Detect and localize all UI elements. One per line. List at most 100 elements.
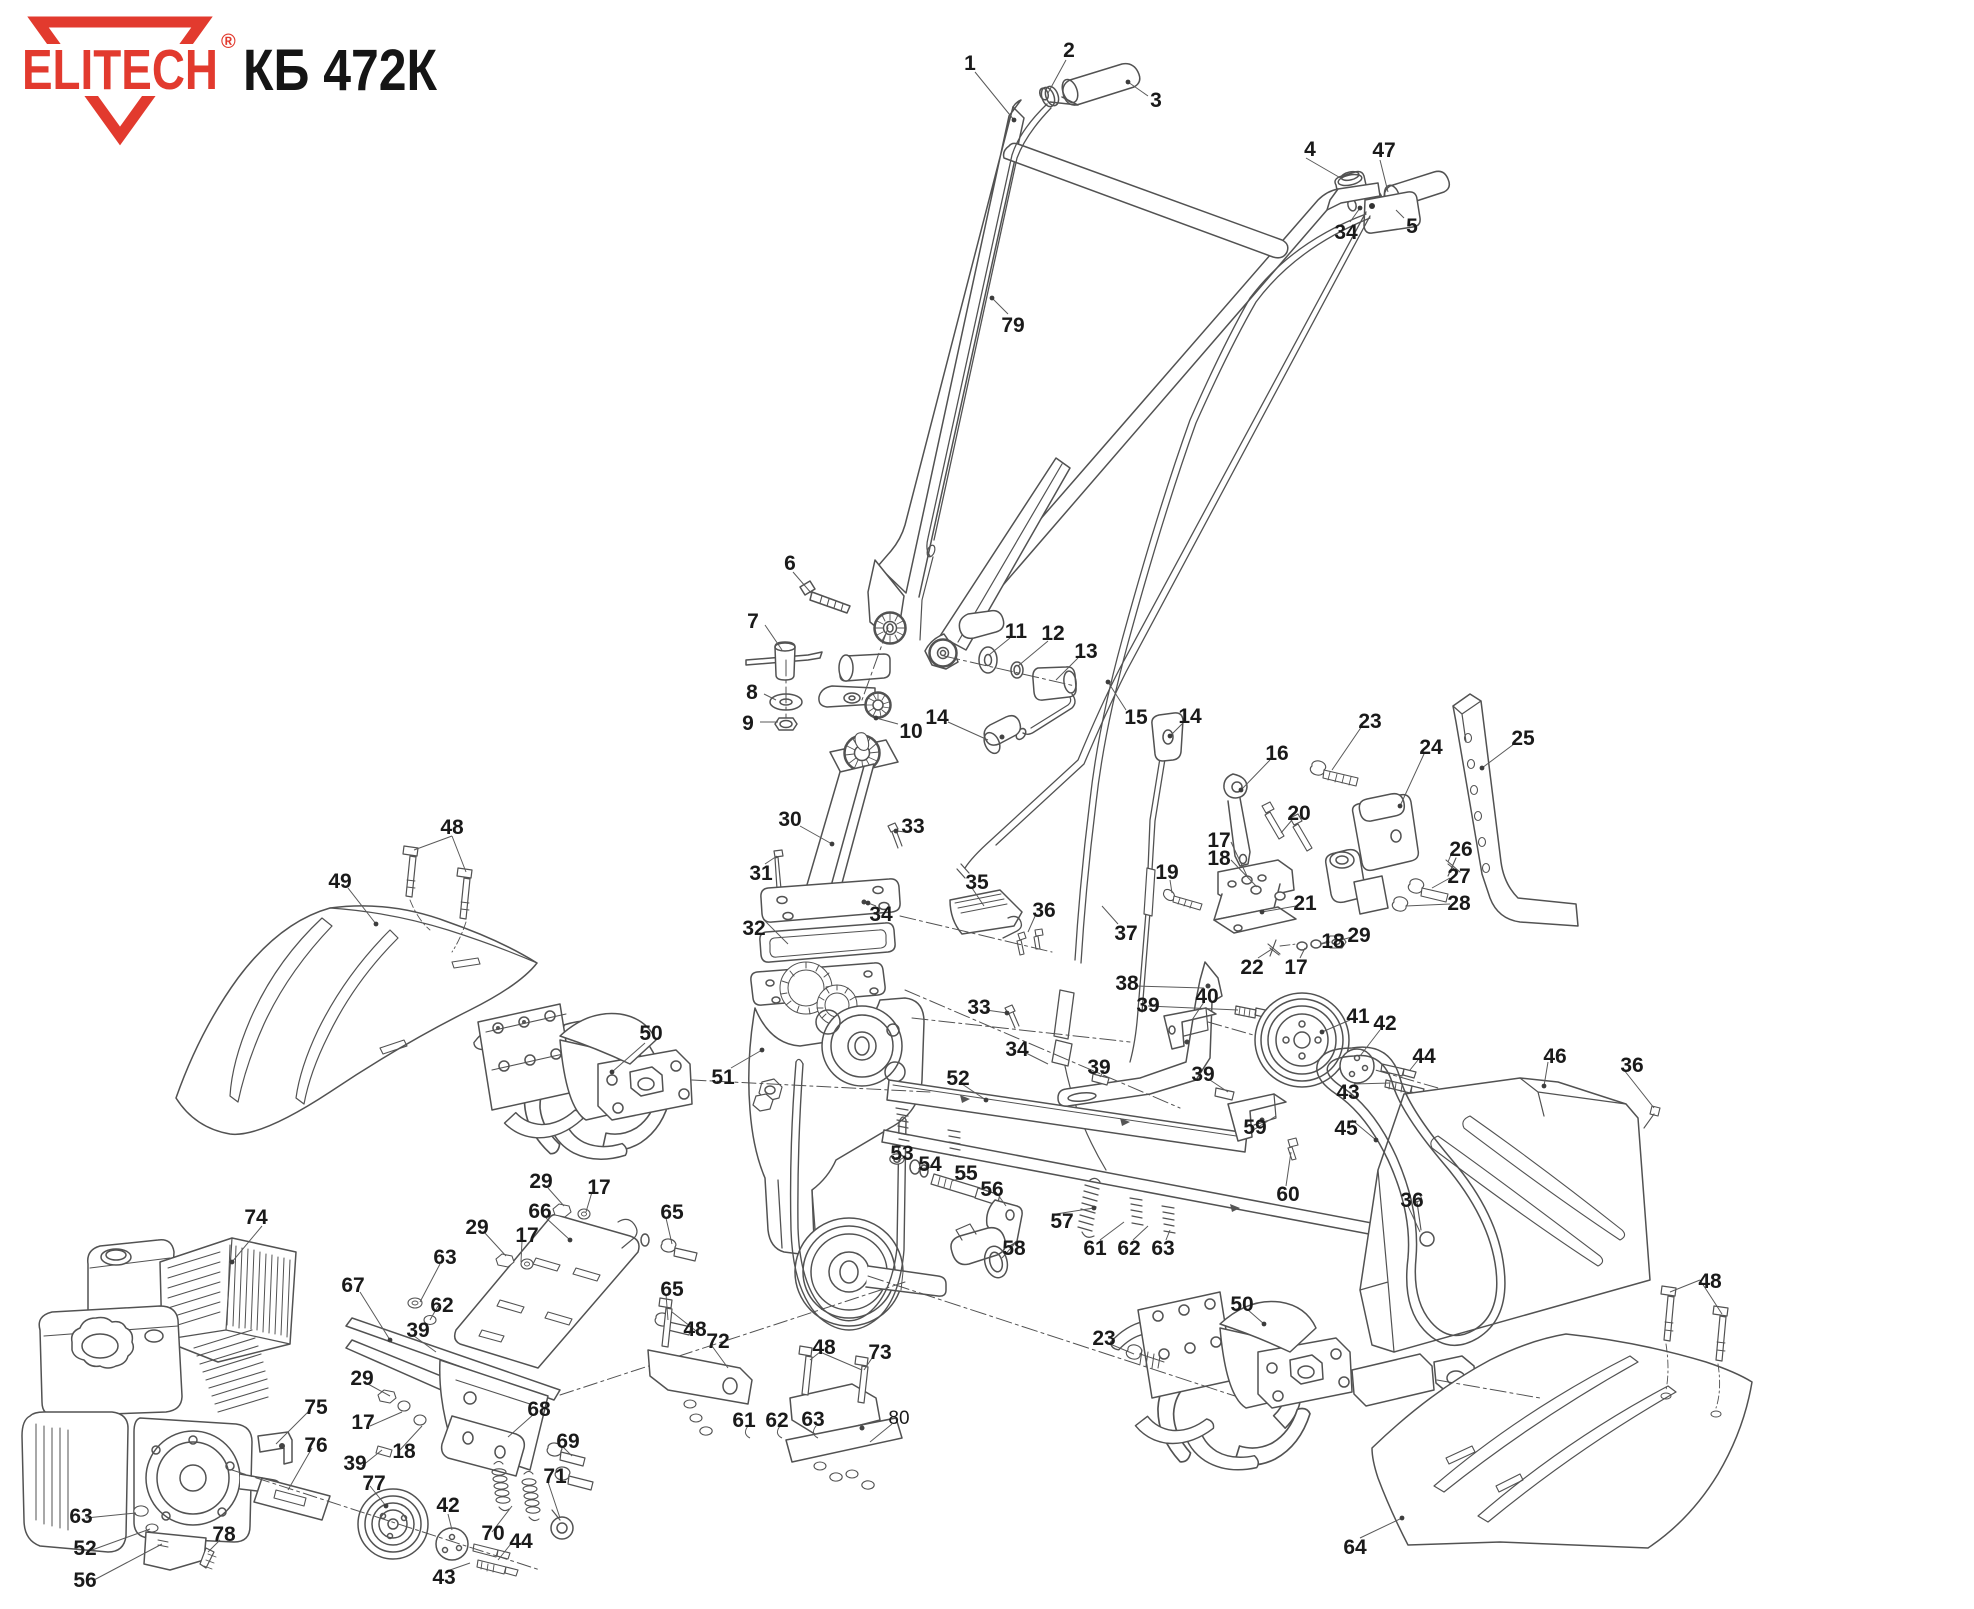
svg-text:12: 12 [1041,622,1064,645]
svg-text:33: 33 [967,996,990,1019]
svg-text:48: 48 [1698,1270,1722,1293]
svg-text:60: 60 [1276,1183,1299,1206]
svg-text:53: 53 [890,1142,913,1165]
svg-text:47: 47 [1372,139,1395,162]
svg-text:22: 22 [1240,956,1263,979]
svg-text:56: 56 [980,1178,1003,1201]
svg-text:74: 74 [244,1206,268,1229]
svg-text:45: 45 [1334,1117,1358,1140]
svg-text:40: 40 [1195,985,1218,1008]
svg-text:58: 58 [1002,1237,1026,1260]
svg-text:70: 70 [481,1522,504,1545]
svg-text:11: 11 [1005,620,1028,643]
svg-text:68: 68 [527,1398,551,1421]
svg-text:34: 34 [1005,1038,1029,1061]
svg-text:9: 9 [742,712,754,735]
svg-text:77: 77 [362,1472,385,1495]
svg-text:63: 63 [69,1505,92,1528]
svg-text:75: 75 [304,1396,328,1419]
svg-text:55: 55 [954,1162,978,1185]
svg-text:14: 14 [925,706,949,729]
svg-text:42: 42 [1373,1012,1396,1035]
svg-text:39: 39 [1087,1056,1110,1079]
svg-text:44: 44 [509,1530,533,1553]
svg-text:57: 57 [1050,1210,1073,1233]
svg-text:50: 50 [639,1022,662,1045]
svg-text:36: 36 [1032,899,1055,922]
svg-text:36: 36 [1620,1054,1643,1077]
svg-text:63: 63 [801,1408,824,1431]
svg-text:62: 62 [430,1294,453,1317]
svg-text:54: 54 [918,1153,942,1176]
svg-text:63: 63 [433,1246,456,1269]
svg-text:35: 35 [965,871,989,894]
svg-text:34: 34 [869,903,893,926]
svg-text:17: 17 [587,1176,610,1199]
svg-text:65: 65 [660,1278,684,1301]
svg-text:23: 23 [1092,1327,1115,1350]
svg-text:50: 50 [1230,1293,1253,1316]
svg-text:43: 43 [432,1566,455,1589]
svg-text:2: 2 [1063,39,1075,62]
svg-text:48: 48 [812,1336,836,1359]
svg-text:41: 41 [1346,1005,1370,1028]
svg-text:61: 61 [1083,1237,1107,1260]
svg-text:19: 19 [1155,861,1178,884]
svg-text:29: 29 [1347,924,1370,947]
svg-text:29: 29 [529,1170,552,1193]
svg-text:56: 56 [73,1569,96,1592]
svg-text:48: 48 [683,1318,707,1341]
svg-text:63: 63 [1151,1237,1174,1260]
svg-text:15: 15 [1124,706,1148,729]
svg-text:31: 31 [749,862,773,885]
svg-text:64: 64 [1343,1536,1367,1559]
svg-text:42: 42 [436,1494,459,1517]
svg-text:76: 76 [304,1434,327,1457]
svg-text:61: 61 [732,1409,756,1432]
svg-text:16: 16 [1265,742,1288,765]
svg-text:14: 14 [1178,705,1202,728]
svg-text:73: 73 [868,1341,891,1364]
svg-text:18: 18 [392,1440,416,1463]
svg-text:30: 30 [778,808,801,831]
svg-text:48: 48 [440,816,464,839]
svg-text:51: 51 [711,1066,735,1089]
svg-text:46: 46 [1543,1045,1566,1068]
svg-text:®: ® [221,31,236,53]
svg-text:39: 39 [1136,994,1159,1017]
svg-text:24: 24 [1419,736,1443,759]
svg-text:69: 69 [556,1430,579,1453]
svg-text:39: 39 [1191,1063,1214,1086]
svg-text:6: 6 [784,552,796,575]
svg-text:29: 29 [465,1216,488,1239]
svg-text:62: 62 [1117,1237,1140,1260]
svg-text:20: 20 [1287,802,1310,825]
svg-text:26: 26 [1449,838,1472,861]
svg-text:39: 39 [343,1452,366,1475]
svg-text:1: 1 [964,52,976,75]
svg-text:59: 59 [1243,1116,1266,1139]
svg-text:36: 36 [1400,1189,1423,1212]
svg-text:49: 49 [328,870,351,893]
svg-text:8: 8 [746,681,758,704]
svg-text:38: 38 [1115,972,1139,995]
svg-text:79: 79 [1001,314,1024,337]
svg-text:71: 71 [543,1465,567,1488]
svg-text:27: 27 [1447,865,1470,888]
svg-text:23: 23 [1358,710,1381,733]
svg-text:67: 67 [341,1274,364,1297]
svg-text:28: 28 [1447,892,1471,915]
svg-text:4: 4 [1304,138,1316,161]
svg-text:32: 32 [742,917,765,940]
svg-text:33: 33 [901,815,924,838]
svg-text:66: 66 [528,1200,551,1223]
svg-text:17: 17 [1284,956,1307,979]
svg-text:37: 37 [1114,922,1137,945]
svg-text:18: 18 [1321,930,1345,953]
svg-text:65: 65 [660,1201,684,1224]
svg-text:39: 39 [406,1319,429,1342]
svg-text:10: 10 [899,720,922,743]
svg-text:7: 7 [747,610,759,633]
svg-text:13: 13 [1074,640,1097,663]
svg-text:ELITECH: ELITECH [22,38,218,102]
